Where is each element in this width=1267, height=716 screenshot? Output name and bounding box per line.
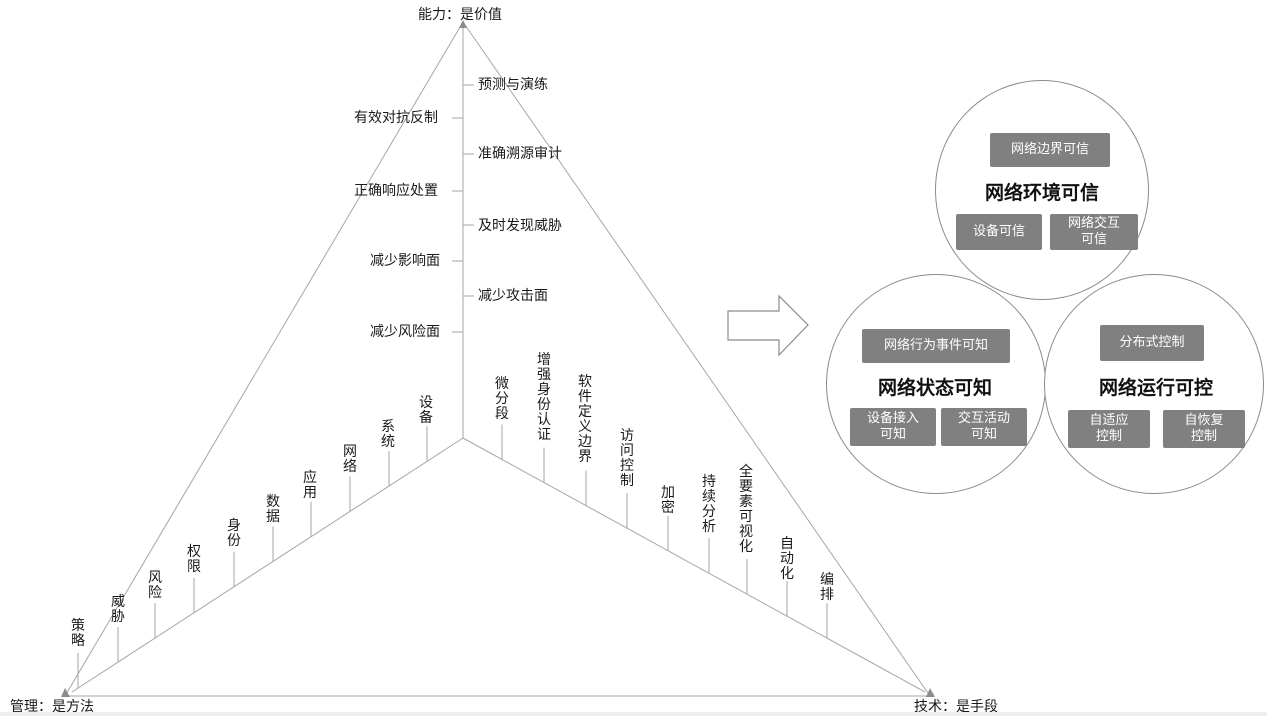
management-item: 网络 (343, 444, 357, 475)
pill-adaptive-control: 自适应 控制 (1068, 410, 1150, 448)
technology-item: 访问控制 (620, 428, 634, 489)
axis-label-right-2: 及时发现威胁 (478, 218, 562, 234)
pill-device-trusted: 设备可信 (956, 214, 1042, 250)
apex-top-label: 能力：是价值 (418, 7, 502, 23)
management-item: 系统 (381, 419, 395, 450)
technology-item: 全要素可视化 (739, 464, 753, 555)
axis-label-right-1: 准确溯源审计 (478, 146, 562, 162)
management-item: 身份 (227, 518, 241, 549)
title-network-environment: 网络环境可信 (984, 182, 1099, 204)
management-item: 风险 (148, 570, 162, 601)
pill-network-interaction-trusted: 网络交互 可信 (1050, 214, 1138, 250)
outer-triangle (64, 21, 931, 697)
pill-interaction-activity-known: 交互活动 可知 (941, 408, 1027, 446)
pill-network-behavior-known: 网络行为事件可知 (862, 329, 1010, 363)
management-item: 数据 (266, 494, 280, 525)
left-apex-marker (61, 688, 70, 697)
technology-item: 微分段 (495, 376, 509, 422)
axis-label-right-3: 减少攻击面 (478, 288, 548, 304)
management-item: 策略 (71, 618, 85, 649)
technology-item: 加密 (661, 485, 675, 516)
axis-label-left-1: 正确响应处置 (354, 183, 438, 199)
technology-item: 增强身份认证 (537, 352, 551, 443)
technology-item: 软件定义边界 (578, 374, 592, 465)
circle-network-environment (935, 80, 1149, 300)
management-item: 权限 (187, 544, 201, 575)
top-apex-marker (459, 20, 467, 28)
management-item: 设备 (419, 395, 433, 426)
pill-network-boundary-trusted: 网络边界可信 (990, 133, 1110, 167)
technology-item: 编排 (820, 572, 834, 603)
management-axis-line (71, 437, 464, 693)
right-apex-marker (926, 688, 935, 697)
bottom-edge-bar (0, 712, 1267, 716)
axis-label-left-0: 有效对抗反制 (354, 110, 438, 126)
management-item: 应用 (303, 470, 317, 501)
pill-distributed-control: 分布式控制 (1100, 325, 1204, 361)
right-arrow-outline-icon (727, 294, 809, 357)
circle-network-operation (1044, 274, 1264, 494)
title-network-state: 网络状态可知 (877, 377, 992, 399)
pill-device-access-known: 设备接入 可知 (850, 408, 936, 446)
circle-network-state (826, 274, 1046, 494)
apex-bottom-left-label: 管理：是方法 (10, 699, 94, 715)
technology-item: 自动化 (780, 536, 794, 582)
axis-label-left-2: 减少影响面 (370, 253, 440, 269)
pill-self-recovery-control: 自恢复 控制 (1163, 410, 1245, 448)
management-item: 威胁 (111, 594, 125, 625)
apex-bottom-right-label: 技术：是手段 (914, 699, 998, 715)
technology-item: 持续分析 (702, 474, 716, 535)
title-network-operation: 网络运行可控 (1098, 377, 1213, 399)
axis-label-right-0: 预测与演练 (478, 77, 548, 93)
axis-label-left-3: 减少风险面 (370, 324, 440, 340)
technology-axis-line (462, 437, 926, 693)
